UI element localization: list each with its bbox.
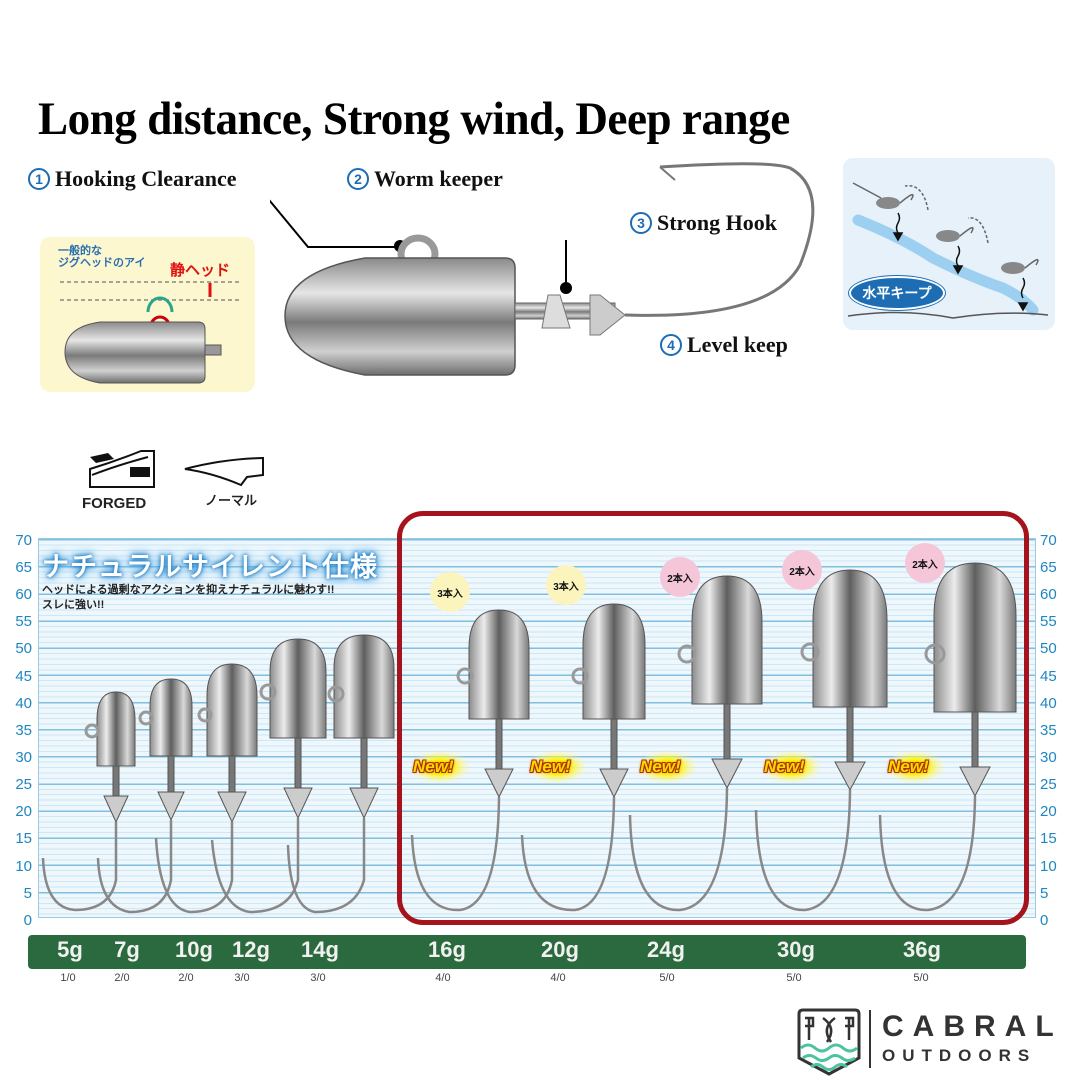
jig-heads-size-chart xyxy=(41,562,1017,914)
hook-size-label: 4/0 xyxy=(435,972,451,984)
level-keep-diagram-icon xyxy=(847,182,1049,319)
pack-count-badge-30g: 2本入 xyxy=(782,550,822,590)
level-keep-badge: 水平キープ xyxy=(849,276,945,310)
weight-label: 36g xyxy=(903,937,941,962)
hook-size-label: 5/0 xyxy=(786,972,802,984)
jig-head-illustration xyxy=(270,162,815,376)
new-models-highlight-frame xyxy=(397,511,1029,925)
number-badge-3: 3 xyxy=(630,212,652,234)
weight-label: 16g xyxy=(428,937,466,962)
pack-count-badge-36g: 2本入 xyxy=(905,543,945,583)
normal-hook-icon xyxy=(184,456,264,487)
natural-silent-banner-title: ナチュラルサイレント仕様 xyxy=(42,552,378,582)
forged-label: FORGED xyxy=(82,495,147,512)
hook-size-label: 1/0 xyxy=(60,972,76,984)
jig-12g xyxy=(210,638,327,914)
jig-5g xyxy=(41,691,136,912)
clearance-diagram-icon xyxy=(60,281,240,384)
feature-level-keep: 4 Level keep xyxy=(660,332,788,358)
hook-size-label: 4/0 xyxy=(550,972,566,984)
new-badge-16g: New! xyxy=(409,750,471,789)
feature-label: Hooking Clearance xyxy=(55,166,237,191)
headline: Long distance, Strong wind, Deep range xyxy=(38,93,790,145)
feature-worm-keeper: 2 Worm keeper xyxy=(347,166,503,192)
weight-label: 30g xyxy=(777,937,815,962)
jig-7g xyxy=(96,678,193,914)
number-badge-4: 4 xyxy=(660,334,682,356)
clearance-comparison-inset: 一般的な ジグヘッドのアイ 静ヘッド xyxy=(40,237,255,392)
logo-text-outdoors: OUTDOORS xyxy=(882,1046,1037,1065)
jig-16g xyxy=(410,609,530,912)
feature-label: Worm keeper xyxy=(374,166,503,191)
number-badge-1: 1 xyxy=(28,168,50,190)
forged-hook-icon xyxy=(89,450,155,488)
logo-text-cabral: CABRAL xyxy=(882,1010,1063,1043)
weight-label: 10g xyxy=(175,937,213,962)
jig-20g xyxy=(520,603,646,912)
general-eye-label: 一般的な ジグヘッドのアイ xyxy=(58,245,146,269)
pack-count-badge-24g: 2本入 xyxy=(660,557,700,597)
pack-count-badge-20g: 3本入 xyxy=(546,565,586,605)
feature-label: Strong Hook xyxy=(657,210,778,235)
jig-10g xyxy=(154,663,258,914)
banner-subtitle: ヘッドによる過剰なアクションを抑えナチュラルに魅わす!! スレに強い!! xyxy=(42,584,335,611)
jig-36g xyxy=(878,562,1017,912)
normal-label: ノーマル xyxy=(205,493,258,508)
new-badge-36g: New! xyxy=(884,750,946,789)
hook-size-label: 3/0 xyxy=(310,972,326,984)
weight-label: 7g xyxy=(114,937,140,962)
hook-size-label: 2/0 xyxy=(178,972,194,984)
hook-size-label: 5/0 xyxy=(659,972,675,984)
cabral-outdoors-logo-icon xyxy=(797,1008,861,1076)
new-badge-20g: New! xyxy=(526,750,588,789)
hook-size-label: 3/0 xyxy=(234,972,250,984)
jig-14g xyxy=(286,634,395,914)
feature-label: Level keep xyxy=(687,332,788,357)
weight-bar xyxy=(28,935,1026,969)
new-badge-24g: New! xyxy=(636,750,698,789)
weight-label: 14g xyxy=(301,937,339,962)
hook-size-label: 2/0 xyxy=(114,972,130,984)
weight-label: 24g xyxy=(647,937,685,962)
feature-strong-hook: 3 Strong Hook xyxy=(630,210,777,236)
logo-divider xyxy=(869,1010,871,1068)
jig-30g xyxy=(754,569,888,912)
hook-size-label: 5/0 xyxy=(913,972,929,984)
new-badge-30g: New! xyxy=(760,750,822,789)
feature-hooking-clearance: 1 Hooking Clearance xyxy=(28,166,237,192)
weight-label: 5g xyxy=(57,937,83,962)
pack-count-badge-16g: 3本入 xyxy=(430,572,470,612)
product-head-label: 静ヘッド xyxy=(170,262,231,279)
weight-label: 20g xyxy=(541,937,579,962)
jig-24g xyxy=(628,575,763,912)
number-badge-2: 2 xyxy=(347,168,369,190)
weight-label: 12g xyxy=(232,937,270,962)
